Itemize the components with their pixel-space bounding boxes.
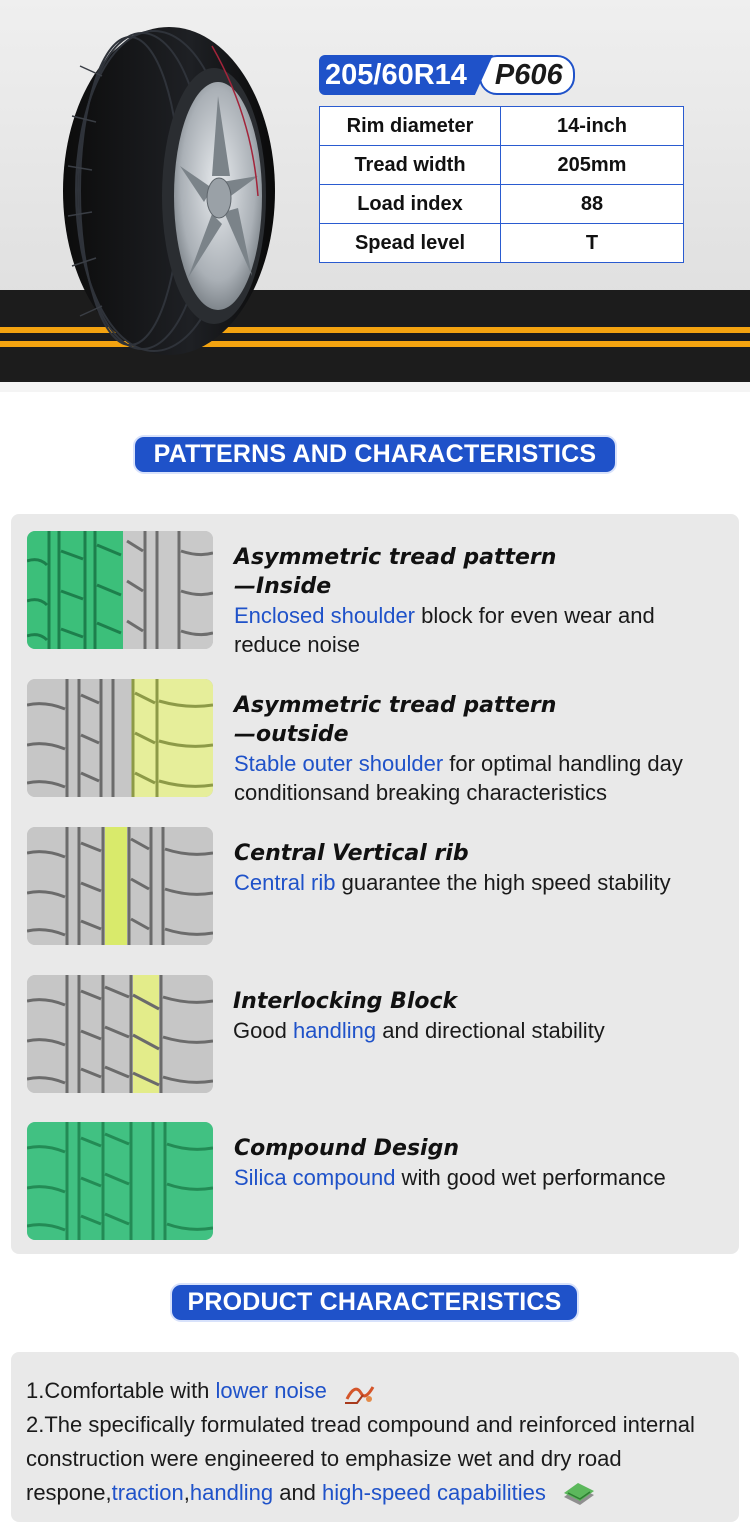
sound-wave-icon — [344, 1386, 375, 1405]
feature-item: Interlocking Block Good handling and dir… — [11, 975, 739, 1095]
feature-item: Asymmetric tread pattern —outside Stable… — [11, 679, 739, 805]
spec-table: Rim diameter 14-inch Tread width 205mm L… — [319, 106, 684, 263]
feature-pre: Good — [233, 1018, 293, 1043]
tread-outside-image — [27, 679, 213, 797]
interlocking-block-image — [27, 975, 213, 1093]
product-text: 1.Comfortable with lower noise 2.The spe… — [26, 1374, 726, 1510]
size-tag: 205/60R14 P606 — [319, 54, 575, 96]
compound-design-image — [27, 1122, 213, 1240]
feature-item: Compound Design Silica compound with goo… — [11, 1122, 739, 1242]
feature-title-line: Asymmetric tread pattern — [234, 693, 557, 718]
feature-highlight: Stable outer shoulder — [234, 751, 444, 776]
feature-title: Interlocking Block — [233, 989, 458, 1014]
feature-title: Asymmetric tread pattern —outside — [234, 691, 726, 749]
feature-title: Compound Design — [234, 1136, 460, 1161]
orange-stripe — [0, 327, 750, 333]
feature-description: Enclosed shoulder block for even wear an… — [234, 601, 726, 659]
line-text: 2.The specifically formulated tread comp… — [26, 1412, 695, 1505]
table-row: Load index 88 — [319, 184, 684, 224]
feature-title: Central Vertical rib — [234, 841, 469, 866]
product-line-1: 1.Comfortable with lower noise — [26, 1374, 726, 1408]
tread-inside-image — [27, 531, 213, 649]
product-panel: 1.Comfortable with lower noise 2.The spe… — [11, 1352, 739, 1522]
line-text: 1.Comfortable with — [26, 1378, 216, 1403]
central-rib-image — [27, 827, 213, 945]
spec-value: 88 — [500, 184, 684, 224]
feature-highlight: handling — [292, 1018, 377, 1043]
model-name: P606 — [478, 55, 575, 95]
table-row: Spead level T — [319, 223, 684, 263]
feature-rest: for optimal handling day conditionsand b… — [234, 751, 683, 805]
feature-description: Good handling and directional stability — [233, 1016, 725, 1045]
line-text: and — [273, 1480, 323, 1505]
table-row: Rim diameter 14-inch — [319, 106, 684, 146]
line-highlight: lower noise — [215, 1378, 327, 1403]
feature-title-line: —Inside — [234, 574, 332, 599]
feature-item: Central Vertical rib Central rib guarant… — [11, 827, 739, 947]
spec-label: Rim diameter — [319, 106, 501, 146]
spec-label: Spead level — [319, 223, 501, 263]
line-text: , — [183, 1480, 190, 1505]
feature-rest: guarantee the high speed stability — [335, 870, 671, 895]
feature-text: Asymmetric tread pattern —outside Stable… — [234, 691, 726, 807]
feature-item: Asymmetric tread pattern —Inside Enclose… — [11, 531, 739, 657]
feature-rest: and directional stability — [376, 1018, 605, 1043]
feature-description: Stable outer shoulder for optimal handli… — [234, 749, 726, 807]
feature-title: Asymmetric tread pattern —Inside — [234, 543, 726, 601]
section-title-patterns: PATTERNS AND CHARACTERISTICS — [135, 437, 615, 472]
feature-highlight: Silica compound — [234, 1165, 396, 1190]
spec-value: 14-inch — [500, 106, 684, 146]
feature-highlight: Enclosed shoulder — [234, 603, 416, 628]
feature-text: Interlocking Block Good handling and dir… — [233, 987, 725, 1045]
table-row: Tread width 205mm — [319, 145, 684, 185]
feature-rest: with good wet performance — [395, 1165, 666, 1190]
tire-image — [63, 27, 275, 355]
section-title-product: PRODUCT CHARACTERISTICS — [172, 1285, 577, 1320]
line-highlight: handling — [189, 1480, 274, 1505]
feature-description: Central rib guarantee the high speed sta… — [234, 868, 726, 897]
stack-layers-icon — [563, 1483, 594, 1506]
feature-title-line: —outside — [234, 722, 349, 747]
feature-rest: block for even wear and reduce noise — [234, 603, 655, 657]
divider — [0, 382, 750, 392]
spec-label: Load index — [319, 184, 501, 224]
feature-text: Compound Design Silica compound with goo… — [234, 1134, 726, 1192]
line-highlight: high-speed capabilities — [322, 1480, 546, 1505]
hero-banner: 205/60R14 P606 Rim diameter 14-inch Trea… — [0, 0, 750, 392]
spec-value: 205mm — [500, 145, 684, 185]
feature-description: Silica compound with good wet performanc… — [234, 1163, 726, 1192]
feature-text: Asymmetric tread pattern —Inside Enclose… — [234, 543, 726, 659]
patterns-panel: Asymmetric tread pattern —Inside Enclose… — [11, 514, 739, 1254]
feature-title-line: Asymmetric tread pattern — [234, 545, 557, 570]
orange-stripe — [0, 341, 750, 347]
spec-value: T — [500, 223, 684, 263]
product-line-2: 2.The specifically formulated tread comp… — [26, 1408, 726, 1510]
tire-size: 205/60R14 — [319, 55, 493, 95]
feature-highlight: Central rib — [234, 870, 336, 895]
feature-text: Central Vertical rib Central rib guarant… — [234, 839, 726, 897]
line-highlight: traction — [111, 1480, 184, 1505]
spec-label: Tread width — [319, 145, 501, 185]
